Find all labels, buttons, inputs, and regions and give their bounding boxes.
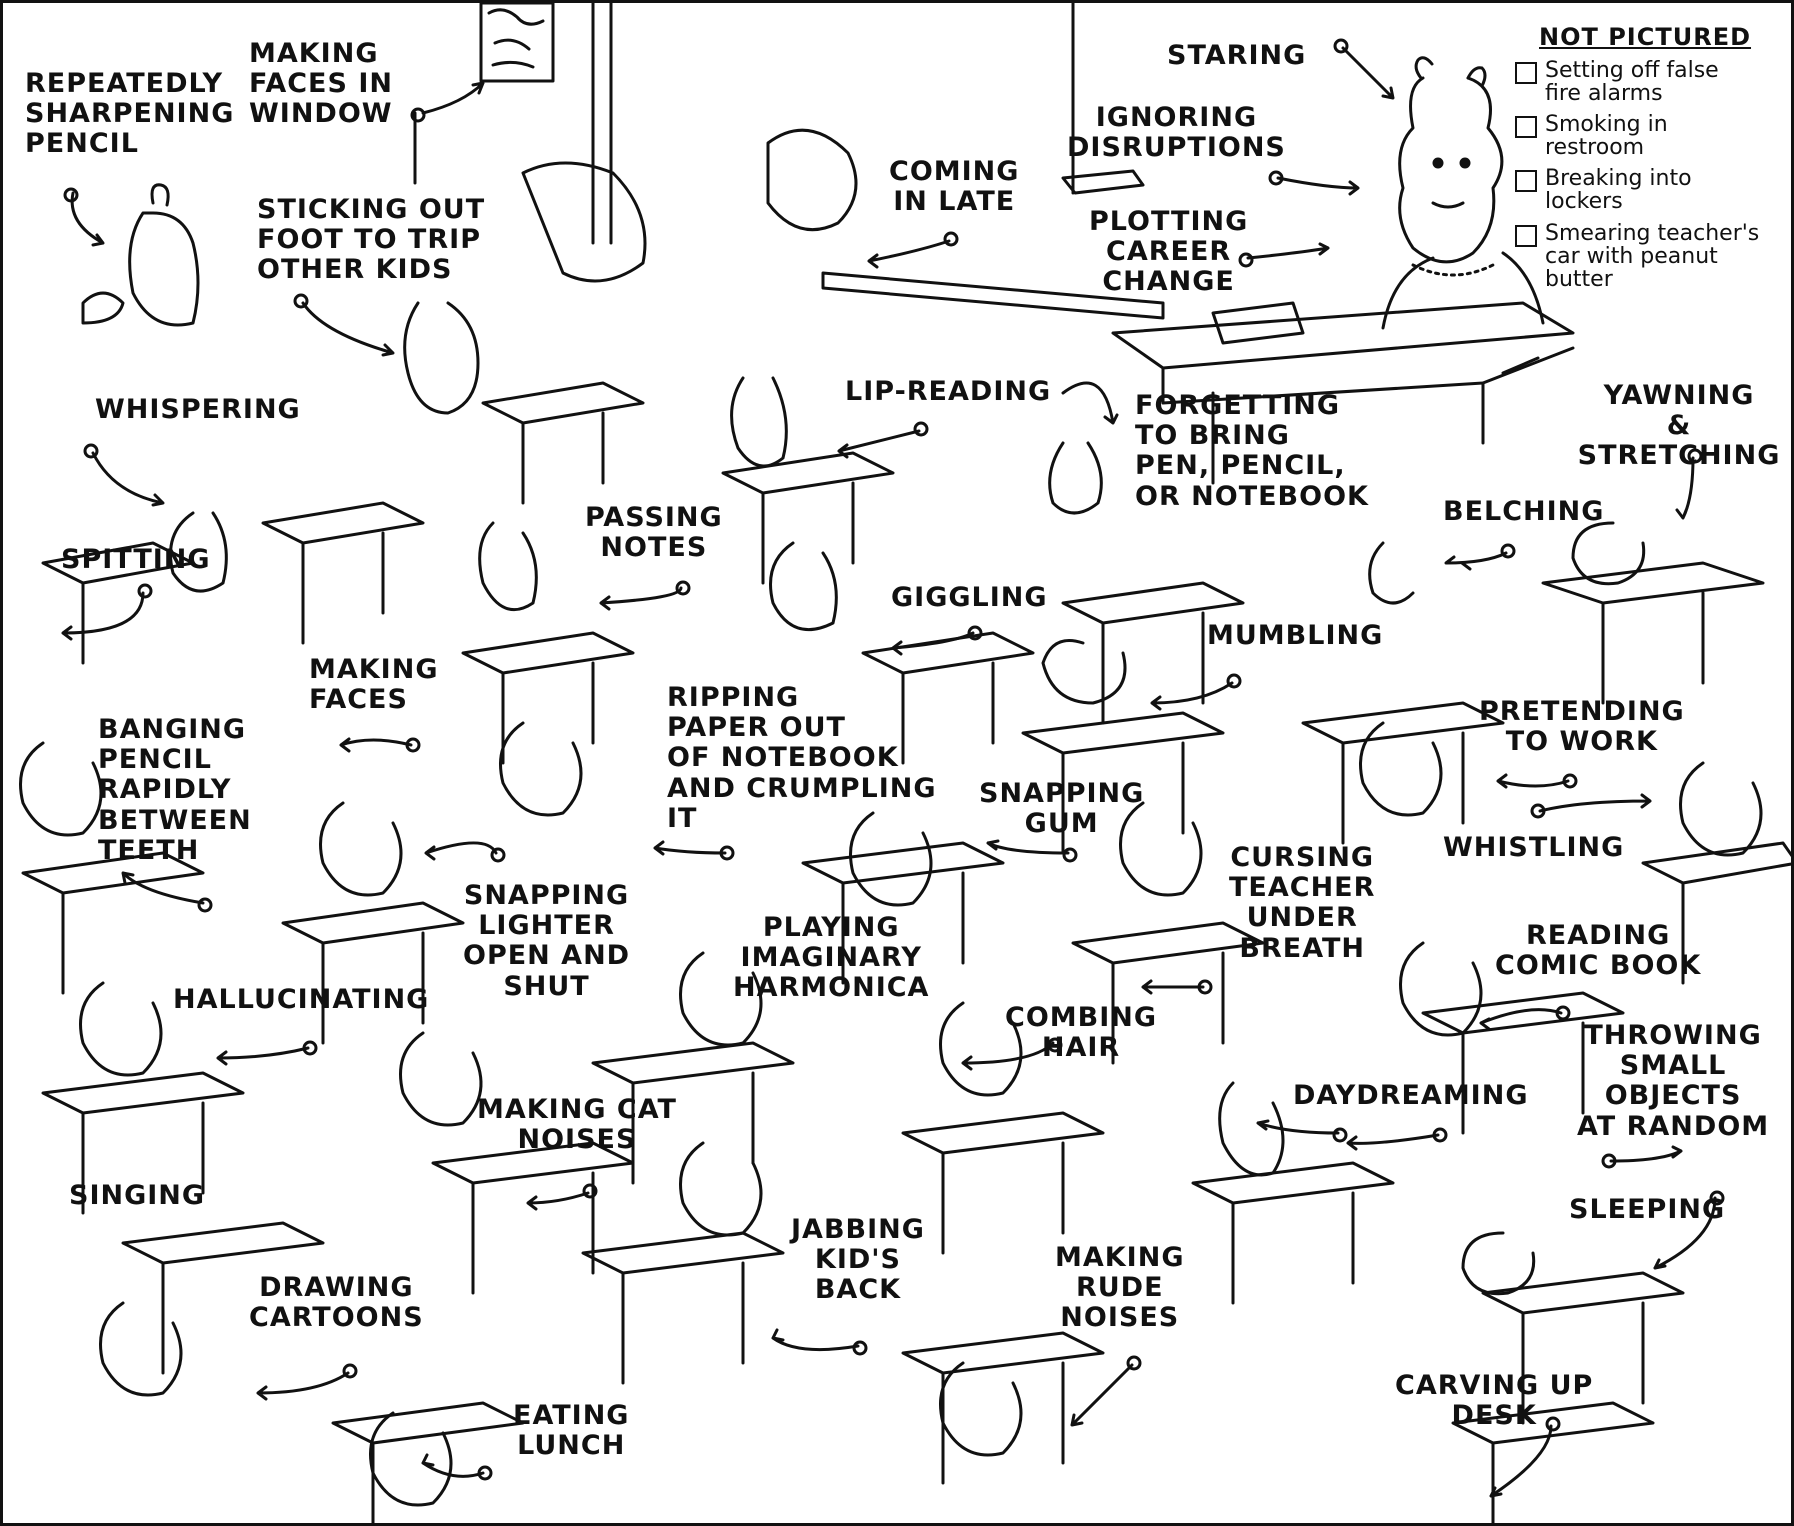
label-drawing-cartoons: DRAWING CARTOONS	[249, 1272, 424, 1334]
label-lip-reading: LIP-READING	[845, 376, 1052, 407]
label-making-rude-noises: MAKING RUDE NOISES	[1055, 1242, 1185, 1334]
label-ripping-paper: RIPPING PAPER OUT OF NOTEBOOK AND CRUMPL…	[667, 682, 937, 834]
label-coming-in-late: COMING IN LATE	[889, 156, 1020, 218]
student-desks	[21, 381, 1791, 1523]
label-combing-hair: COMBING HAIR	[1005, 1002, 1158, 1064]
checklist-item-text: Smoking in restroom	[1545, 112, 1668, 161]
label-daydreaming: DAYDREAMING	[1293, 1080, 1529, 1111]
label-pretending-to-work: PRETENDING TO WORK	[1479, 696, 1685, 758]
label-belching: BELCHING	[1443, 496, 1605, 527]
label-making-cat-noises: MAKING CAT NOISES	[477, 1094, 677, 1156]
label-throwing-small-objects: THROWING SMALL OBJECTS AT RANDOM	[1577, 1020, 1770, 1142]
label-staring: STARING	[1167, 40, 1307, 71]
label-sticking-out-foot: STICKING OUT FOOT TO TRIP OTHER KIDS	[257, 194, 486, 286]
checklist-item: Setting off false fire alarms	[1515, 59, 1785, 105]
checkbox-icon	[1515, 62, 1537, 84]
label-jabbing-kids-back: JABBING KID'S BACK	[791, 1214, 925, 1306]
label-yawning-and-stretching: YAWNING & STRETCHING	[1577, 380, 1781, 472]
label-sleeping: SLEEPING	[1569, 1194, 1726, 1225]
label-carving-up-desk: CARVING UP DESK	[1395, 1370, 1594, 1432]
label-singing: SINGING	[69, 1180, 206, 1211]
label-making-faces: MAKING FACES	[309, 654, 439, 716]
label-mumbling: MUMBLING	[1207, 620, 1384, 651]
label-playing-imaginary-harmonica: PLAYING IMAGINARY HARMONICA	[733, 912, 930, 1004]
label-giggling: GIGGLING	[891, 582, 1048, 613]
label-pointers	[61, 38, 1725, 1498]
teacher	[1381, 56, 1545, 330]
label-reading-comic-book: READING COMIC BOOK	[1495, 920, 1702, 982]
classroom-drawing	[19, 3, 1791, 1523]
not-pictured-title: NOT PICTURED	[1539, 23, 1752, 51]
label-making-faces-in-window: MAKING FACES IN WINDOW	[249, 38, 393, 130]
checkbox-icon	[1515, 116, 1537, 139]
checklist-item-text: Smearing teacher's car with peanut butte…	[1545, 220, 1760, 292]
checklist-item: Smearing teacher's car with peanut butte…	[1515, 220, 1785, 292]
label-snapping-gum: SNAPPING GUM	[979, 778, 1145, 840]
label-hallucinating: HALLUCINATING	[173, 984, 430, 1015]
window	[479, 3, 555, 83]
checklist-item-text: Breaking into lockers	[1545, 166, 1692, 215]
checkbox-icon	[1515, 224, 1537, 247]
label-snapping-lighter: SNAPPING LIGHTER OPEN AND SHUT	[463, 880, 631, 1002]
label-banging-pencil: BANGING PENCIL RAPIDLY BETWEEN TEETH	[98, 714, 252, 866]
not-pictured-checklist: NOT PICTURED Setting off false fire alar…	[1515, 23, 1785, 291]
label-passing-notes: PASSING NOTES	[585, 502, 723, 564]
checklist-item: Smoking in restroom	[1515, 113, 1785, 159]
label-ignoring-disruptions: IGNORING DISRUPTIONS	[1067, 102, 1286, 164]
label-cursing-teacher: CURSING TEACHER UNDER BREATH	[1229, 842, 1376, 964]
checklist-item: Breaking into lockers	[1515, 166, 1785, 215]
checkbox-icon	[1515, 170, 1537, 193]
label-spitting: SPITTING	[61, 544, 211, 575]
label-whistling: WHISTLING	[1443, 832, 1625, 863]
label-repeatedly-sharpening-pencil: REPEATEDLY SHARPENING PENCIL	[25, 68, 235, 160]
room-structure	[413, 3, 1165, 320]
checklist-item-text: Setting off false fire alarms	[1545, 58, 1719, 107]
label-plotting-career-change: PLOTTING CAREER CHANGE	[1089, 206, 1249, 298]
label-whispering: WHISPERING	[95, 394, 301, 425]
label-forgetting-supplies: FORGETTING TO BRING PEN, PENCIL, OR NOTE…	[1135, 390, 1369, 512]
label-eating-lunch: EATING LUNCH	[513, 1400, 630, 1462]
